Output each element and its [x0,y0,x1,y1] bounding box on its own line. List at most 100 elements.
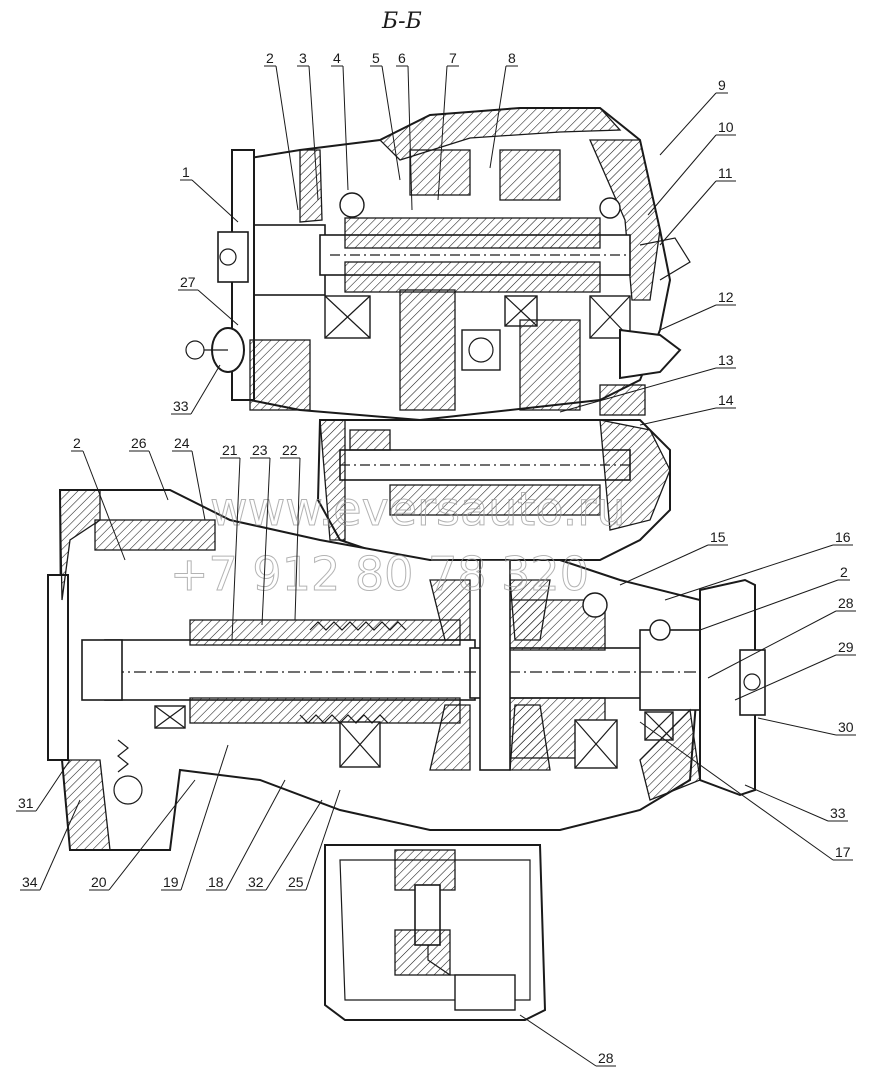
callout-c33b: 33 [171,364,221,415]
callout-leader [294,457,301,621]
callout-c1: 1 [180,164,239,223]
callout-label: 25 [288,874,304,890]
callout-label: 16 [835,529,851,545]
callout-c15: 15 [619,529,728,586]
callout-leader [659,304,717,331]
callout-label: 6 [398,50,406,66]
callout-c30: 30 [757,717,856,736]
callout-label: 30 [838,719,854,735]
callout-label: 11 [718,165,733,181]
callout-leader [39,799,81,891]
callout-label: 27 [180,274,196,290]
callout-leader [191,450,206,521]
callout-c32: 32 [246,799,323,891]
upper-shaft [249,217,631,296]
callout-c4: 4 [331,50,349,191]
callout-label: 12 [718,289,734,305]
callout-leader [639,721,834,861]
callout-label: 13 [718,352,734,368]
callout-c16: 16 [664,529,853,601]
callout-label: 9 [718,77,726,93]
callout-leader [148,450,169,501]
callout-leader [180,744,229,891]
callout-leader [231,457,241,641]
callout-c10: 10 [647,119,736,216]
upper-left-flange [185,149,311,411]
callout-label: 8 [508,50,516,66]
callout-label: 5 [372,50,380,66]
callout-c2a: 2 [264,50,299,211]
callout-label: 4 [333,50,341,66]
callout-label: 33 [830,805,846,821]
callout-leader [305,789,341,891]
callout-leader [659,92,717,156]
watermark-phone: +7 912 80 78 320 [170,547,589,601]
callout-label: 26 [131,435,147,451]
callout-leader [82,450,126,561]
callout-label: 2 [73,435,81,451]
callout-leader [437,65,448,201]
callout-c28b: 28 [519,1014,616,1067]
callout-label: 15 [710,529,726,545]
callout-label: 7 [449,50,457,66]
callout-leader [619,544,709,586]
callout-c13: 13 [559,352,736,413]
callout-leader [699,579,839,631]
section-title: Б-Б [381,9,422,34]
callout-c20: 20 [89,779,196,891]
callout-c22: 22 [280,442,301,621]
callout-label: 21 [222,442,238,458]
callout-c2b: 2 [699,564,850,631]
callout-c14: 14 [639,392,736,426]
callout-leader [757,717,837,736]
callout-leader [639,407,717,426]
callout-c21: 21 [220,442,241,641]
callout-c11: 11 [659,165,736,246]
callout-c34: 34 [20,799,81,891]
callout-leader [559,367,717,413]
callout-c6: 6 [396,50,413,211]
callout-label: 17 [835,844,851,860]
callout-c5: 5 [370,50,401,181]
callout-leader [489,65,507,169]
spring-pack [299,621,407,724]
callout-leader [225,779,286,891]
callout-label: 33 [173,398,189,414]
callout-leader [342,65,349,191]
callout-c8: 8 [489,50,518,169]
callout-c26: 26 [129,435,169,501]
callout-leader [197,289,239,326]
callout-leader [744,784,829,822]
callout-c29: 29 [734,639,856,701]
callout-label: 23 [252,442,268,458]
callout-label: 32 [248,874,264,890]
callout-leader [381,65,401,181]
callout-c12: 12 [659,289,736,331]
callout-c7: 7 [437,50,459,201]
callout-label: 24 [174,435,190,451]
callout-c18: 18 [206,779,286,891]
callout-leader [265,799,323,891]
callout-leader [734,654,837,701]
watermark-site: www.eversauto.ru [210,482,625,536]
callout-c2c: 2 [71,435,126,561]
callout-label: 2 [266,50,274,66]
callout-label: 10 [718,119,734,135]
callout-leader [407,65,413,211]
oil-sump [324,844,547,1021]
callout-c23: 23 [250,442,271,626]
callout-leader [190,364,221,415]
lower-right-flange [639,578,766,801]
callout-label: 3 [299,50,307,66]
callout-leader [261,457,271,626]
callout-leader [191,179,239,223]
callout-leader [35,759,71,812]
callout-label: 28 [598,1050,614,1066]
differential-gears [429,559,551,771]
callout-c27: 27 [178,274,239,326]
callout-leader [664,544,834,601]
callout-label: 28 [838,595,854,611]
callout-c31: 31 [16,759,71,812]
callout-label: 14 [718,392,734,408]
